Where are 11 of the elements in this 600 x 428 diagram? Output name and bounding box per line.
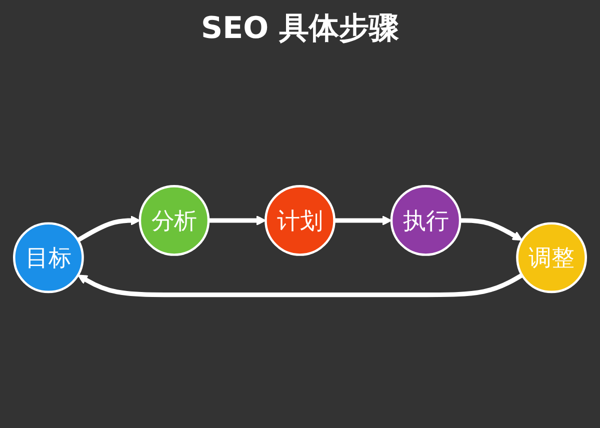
- arrow: [208, 215, 266, 226]
- diagram-title: SEO 具体步骤: [200, 10, 400, 48]
- node-circle: 调整: [516, 222, 587, 294]
- node-circle: 分析: [138, 185, 210, 256]
- arrow: [460, 218, 522, 241]
- arrow: [334, 215, 392, 226]
- arrow: [76, 215, 140, 242]
- node-circle: 计划: [264, 185, 336, 256]
- arrow: [78, 273, 524, 298]
- node-circle: 目标: [13, 222, 84, 294]
- node-circle: 执行: [390, 185, 462, 256]
